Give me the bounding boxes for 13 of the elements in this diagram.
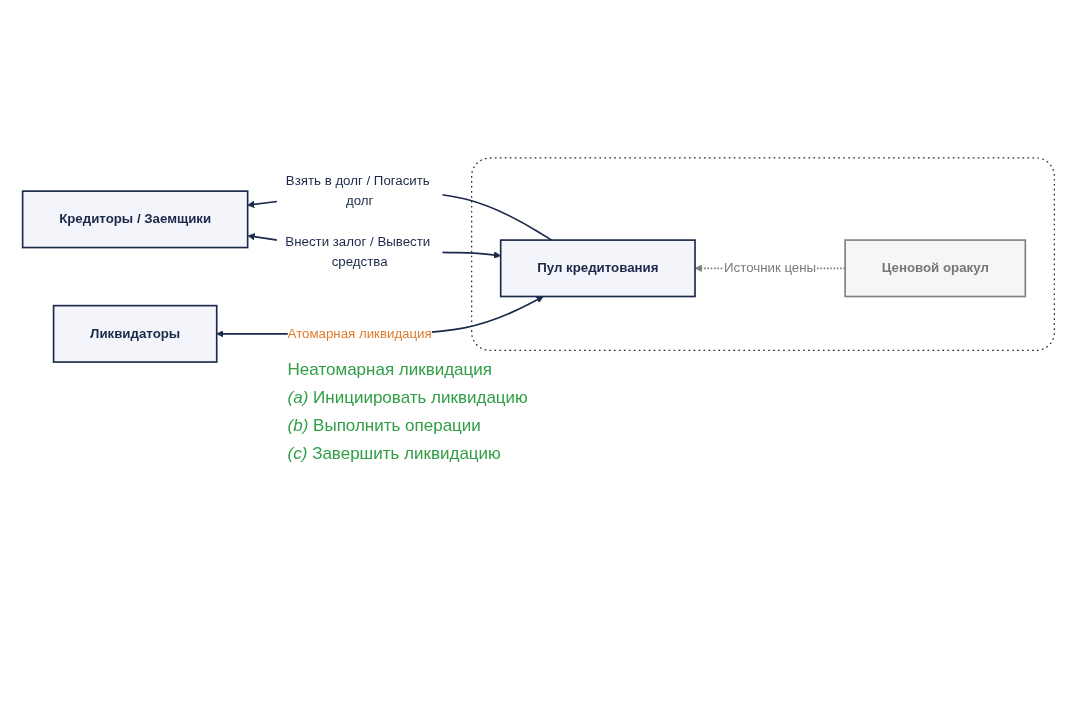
node-box: Ценовой оракул [844,239,1027,298]
edge-label: Источник цены [724,260,817,275]
node-box: Ликвидаторы [52,304,218,363]
edge-label: Взять в долг / Погасить долг [285,173,430,208]
note-text: (a) Инициировать ликвидацию [287,387,528,408]
node-box: Кредиторы / Заемщики [21,190,249,249]
note-text: (b) Выполнить операции [287,415,481,436]
node-box: Пул кредитования [499,239,696,298]
edge-label: Внести залог / Вывести средства [285,234,431,269]
edge-label: Атомарная ликвидация [287,326,432,341]
cluster [471,157,1055,352]
note-text: (c) Завершить ликвидацию [287,443,501,464]
note-text: Неатомарная ликвидация [287,359,492,380]
